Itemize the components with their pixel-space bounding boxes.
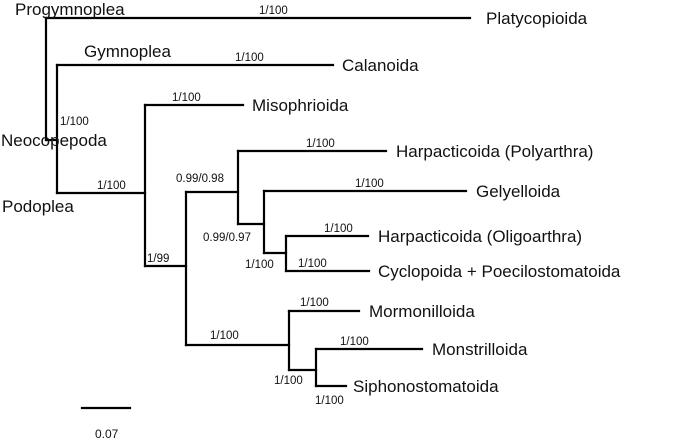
support-mormonilloida-branch: 1/100 (300, 297, 329, 309)
support-neocopepoda-node: 1/100 (60, 116, 89, 128)
taxon-misophrioida: Misophrioida (252, 96, 349, 115)
taxon-platycopioida: Platycopioida (486, 9, 588, 28)
taxon-gelyelloida: Gelyelloida (476, 182, 561, 201)
clade-progymnoplea: Progymnoplea (15, 0, 125, 19)
support-monstrilloida-siphonostomatoida-node: 1/100 (274, 375, 303, 387)
taxon-harpacticoida-oligoarthra: Harpacticoida (Oligoarthra) (378, 227, 582, 246)
support-gelyelloida-clade-node: 0.99/0.97 (203, 232, 251, 244)
support-oligoarthra-cyclopoida-node: 1/100 (245, 259, 274, 271)
clade-gymnoplea: Gymnoplea (84, 42, 171, 61)
taxon-siphonostomatoida: Siphonostomatoida (353, 377, 499, 396)
support-platycopioida-branch: 1/100 (259, 5, 288, 17)
support-lower-clade-node: 1/99 (147, 253, 169, 265)
taxon-calanoida: Calanoida (342, 56, 419, 75)
scale-bar-label: 0.07 (95, 427, 119, 440)
support-harpacticoida-polyarthra-branch: 1/100 (306, 138, 335, 150)
taxon-mormonilloida: Mormonilloida (369, 302, 475, 321)
clade-podoplea: Podoplea (2, 197, 74, 216)
support-calanoida-branch: 1/100 (235, 52, 264, 64)
support-podoplea-node: 1/100 (97, 180, 126, 192)
clade-neocopepoda: Neocopepoda (1, 131, 107, 150)
support-cyclopoida-branch: 1/100 (298, 258, 327, 270)
taxon-harpacticoida-polyarthra: Harpacticoida (Polyarthra) (396, 142, 593, 161)
taxon-monstrilloida: Monstrilloida (432, 340, 528, 359)
taxon-cyclopoida-poecilostomatoida: Cyclopoida + Poecilostomatoida (378, 262, 621, 281)
support-misophrioida-branch: 1/100 (172, 92, 201, 104)
support-harpacticoida-oligoarthra-branch: 1/100 (324, 223, 353, 235)
support-upper-clade-node: 0.99/0.98 (176, 173, 224, 185)
support-gelyelloida-branch: 1/100 (355, 178, 384, 190)
support-siphonostomatoida-branch: 1/100 (315, 395, 344, 407)
support-lower-clade-branch: 1/100 (210, 330, 239, 342)
support-monstrilloida-branch: 1/100 (340, 336, 369, 348)
